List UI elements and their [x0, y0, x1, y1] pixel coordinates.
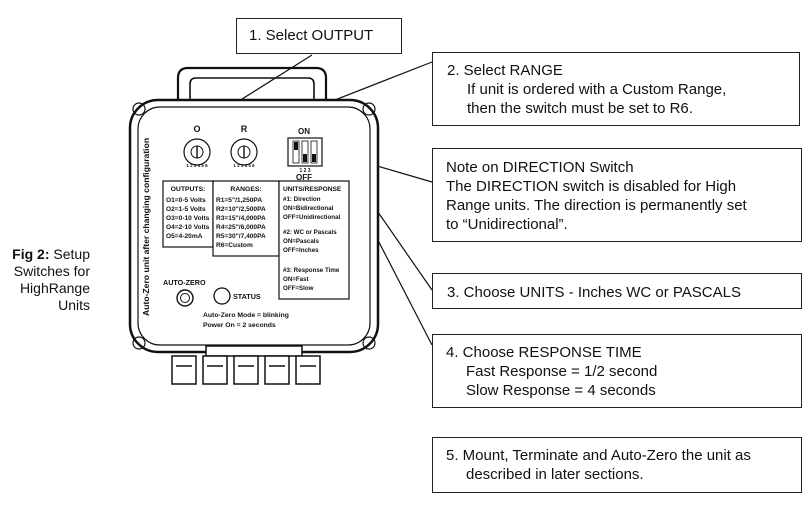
- ranges-item: R5=30"/7,400PA: [216, 233, 266, 240]
- bottom-connectors: [171, 345, 321, 385]
- dip-switch-2[interactable]: [301, 140, 309, 164]
- units-item: #1: Direction: [283, 196, 321, 203]
- device-note-2: Power On = 2 seconds: [203, 322, 276, 329]
- device-handle-inner: [189, 77, 315, 100]
- callout-select-output: 1. Select OUTPUT: [236, 18, 402, 54]
- figure-label: Fig 2:: [12, 246, 50, 262]
- corner-screw-tl: [132, 102, 146, 116]
- callout-direction-title: Note on DIRECTION Switch: [446, 159, 634, 176]
- connector-5: [295, 355, 321, 385]
- outputs-item: O2=1-5 Volts: [166, 206, 206, 213]
- callout-units-title: 3. Choose UNITS - Inches WC or PASCALS: [447, 284, 741, 301]
- callout-response-line2: Slow Response = 4 seconds: [466, 382, 656, 399]
- callout-output-title: 1. Select OUTPUT: [249, 27, 374, 44]
- units-item: ON=Fast: [283, 276, 309, 283]
- callout-range-title: 2. Select RANGE: [447, 62, 563, 79]
- ranges-item: R6=Custom: [216, 242, 253, 249]
- connector-3: [233, 355, 259, 385]
- outputs-item: O4=2-10 Volts: [166, 224, 210, 231]
- autozero-button-inner: [180, 293, 190, 303]
- units-item: OFF=Slow: [283, 285, 314, 292]
- units-item: OFF=Inches: [283, 247, 319, 254]
- connector-2: [202, 355, 228, 385]
- ranges-item: R2=10"/2,500PA: [216, 206, 266, 213]
- units-item: #2: WC or Pascals: [283, 229, 337, 236]
- outputs-item: O1=0-5 Volts: [166, 197, 206, 204]
- figure-caption: Fig 2: Setup Switches for HighRange Unit…: [4, 246, 90, 314]
- callout-direction-line3: to “Unidirectional”.: [446, 216, 568, 233]
- units-item: ON=Pascals: [283, 238, 320, 245]
- switch-on-label: ON: [298, 127, 310, 136]
- units-item: #3: Response Time: [283, 267, 340, 274]
- callout-direction-line1: The DIRECTION switch is disabled for Hig…: [446, 178, 737, 195]
- callout-response-time: 4. Choose RESPONSE TIME Fast Response = …: [432, 334, 802, 408]
- device-note-1: Auto-Zero Mode = blinking: [203, 312, 289, 319]
- device-body-inner: [137, 106, 371, 346]
- device-handle-outer: [176, 66, 328, 100]
- connector-1: [171, 355, 197, 385]
- dial-o-digits: 1 2 3 4 5 6: [186, 163, 208, 168]
- outputs-box: [162, 180, 214, 248]
- outputs-header: OUTPUTS:: [171, 186, 206, 193]
- figure-text-4: Units: [58, 297, 90, 313]
- dial-r-label: R: [241, 124, 248, 134]
- corner-screw-br: [362, 336, 376, 350]
- corner-screw-bl: [132, 336, 146, 350]
- dip-switch-3[interactable]: [310, 140, 318, 164]
- outputs-item: O3=0-10 Volts: [166, 215, 210, 222]
- units-header: UNITS/RESPONSE: [283, 186, 342, 193]
- callout-response-title: 4. Choose RESPONSE TIME: [446, 344, 642, 361]
- dial-r-digits: 1 2 3 4 5 6: [233, 163, 255, 168]
- figure-text-2: Switches for: [13, 263, 90, 279]
- callout-response-line1: Fast Response = 1/2 second: [466, 363, 658, 380]
- callout-select-range: 2. Select RANGE If unit is ordered with …: [432, 52, 800, 126]
- autozero-label: AUTO-ZERO: [163, 278, 206, 287]
- legend-table: OUTPUTS: O1=0-5 Volts O2=1-5 Volts O3=0-…: [162, 180, 350, 300]
- connector-strip: [205, 345, 303, 357]
- outputs-item: O5=4-20mA: [166, 233, 203, 240]
- status-label: STATUS: [233, 292, 261, 301]
- status-led: [213, 287, 231, 305]
- switch-off-label: OFF: [296, 173, 312, 182]
- ranges-item: R3=15"/4,000PA: [216, 215, 266, 222]
- callout-range-line2: then the switch must be set to R6.: [467, 100, 693, 117]
- figure-text-3: HighRange: [19, 280, 90, 296]
- units-item: ON=Bidirectional: [283, 205, 334, 212]
- side-label: Auto-Zero unit after changing configurat…: [141, 138, 151, 316]
- units-item: OFF=Unidirectional: [283, 214, 341, 221]
- ranges-header: RANGES:: [230, 186, 261, 193]
- callout-mount-line2: described in later sections.: [466, 466, 644, 483]
- callout-direction-line2: Range units. The direction is permanentl…: [446, 197, 747, 214]
- callout-mount-terminate: 5. Mount, Terminate and Auto-Zero the un…: [432, 437, 802, 493]
- dip-switch-1[interactable]: [292, 140, 300, 164]
- callout-choose-units: 3. Choose UNITS - Inches WC or PASCALS: [432, 273, 802, 309]
- corner-screw-tr: [362, 102, 376, 116]
- dial-o-label: O: [193, 124, 200, 134]
- ranges-box: [212, 180, 280, 257]
- callout-direction-note: Note on DIRECTION Switch The DIRECTION s…: [432, 148, 802, 242]
- ranges-item: R4=25"/6,000PA: [216, 224, 266, 231]
- connector-4: [264, 355, 290, 385]
- switch-numbers: 1 2 3: [299, 168, 310, 174]
- ranges-item: R1=5"/1,250PA: [216, 197, 262, 204]
- units-box: [278, 180, 350, 300]
- callout-range-line1: If unit is ordered with a Custom Range,: [467, 81, 727, 98]
- figure-text-1: Setup: [53, 246, 90, 262]
- callout-mount-line1: 5. Mount, Terminate and Auto-Zero the un…: [446, 447, 751, 464]
